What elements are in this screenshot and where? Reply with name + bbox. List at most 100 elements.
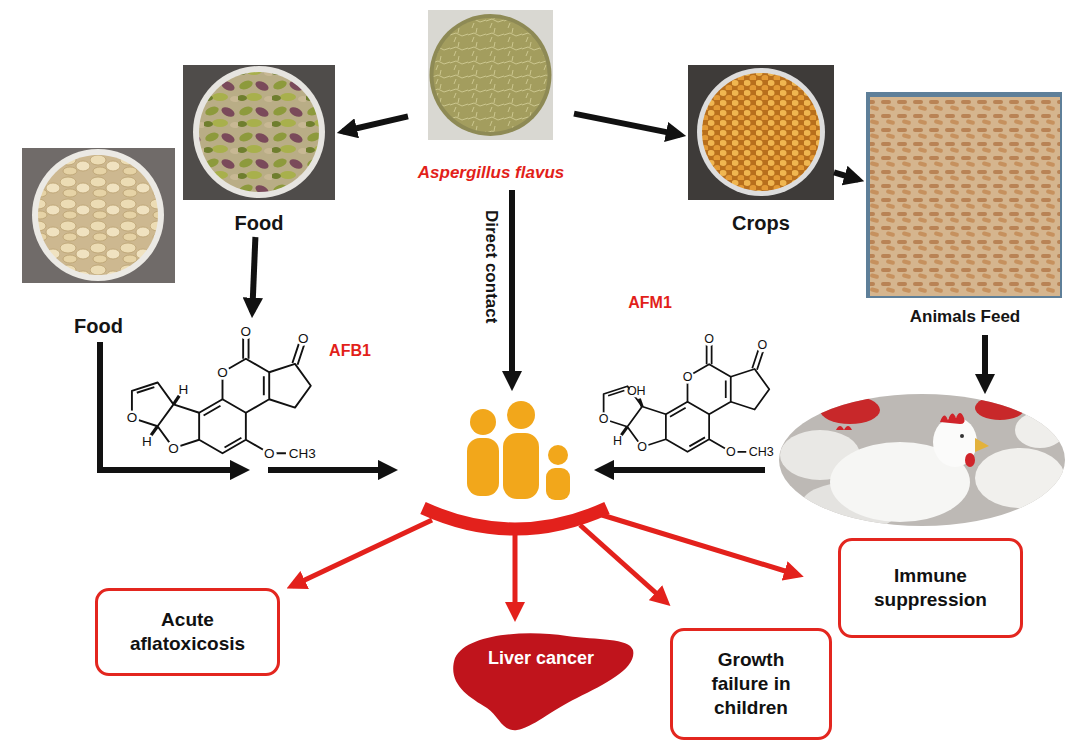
petri-dish	[32, 149, 164, 281]
petri-dish	[430, 14, 552, 136]
atom-label: H	[613, 434, 622, 448]
feed-sample: Animals Feed	[866, 90, 1064, 332]
liver-outline	[447, 628, 635, 733]
effect-arrow	[513, 532, 518, 616]
atom-label: O	[168, 441, 179, 456]
effect-arrow	[580, 525, 666, 602]
effect-box: Acute aflatoxicosis	[95, 588, 280, 676]
chicken	[975, 448, 1065, 508]
sample-caption: Animals Feed	[866, 305, 1064, 329]
photo-background	[22, 148, 175, 283]
corn-kernels	[702, 73, 820, 191]
chemical-structure: OOOHOHOOCH3	[124, 324, 315, 461]
exposure-arrow	[509, 190, 515, 385]
atom-label: O	[264, 446, 275, 461]
effect-arrow	[602, 515, 798, 575]
atom-label: O	[726, 445, 736, 459]
person-body	[503, 433, 539, 499]
crop-photo	[688, 65, 834, 200]
liver-shape: Liver cancer	[447, 628, 635, 733]
atom-label: H	[142, 434, 152, 449]
food-photo	[183, 65, 335, 200]
person-body	[546, 468, 570, 500]
atom-label: O	[704, 332, 714, 346]
feeder	[975, 396, 1025, 420]
atom-label: O	[758, 338, 768, 352]
poultry-photo	[778, 393, 1068, 532]
atom-mask	[702, 332, 716, 346]
effect-label: Growth failure in children	[673, 631, 829, 737]
atom-label: O	[241, 324, 252, 339]
species-name: Aspergillus flavus	[408, 160, 574, 186]
food-sample: Food	[183, 65, 335, 237]
flow-arrow	[834, 172, 858, 179]
atom-mask	[238, 324, 253, 339]
feeder	[820, 396, 880, 424]
atom-label: CH3	[289, 446, 316, 461]
toxin-name: AFB1	[325, 340, 375, 362]
chicken-head	[933, 417, 977, 467]
crop-sample: Crops	[688, 65, 834, 237]
chemical-structure: OHOOOOHOOCH3	[597, 332, 774, 459]
atom-mask	[176, 382, 191, 397]
pistachios	[199, 72, 319, 192]
exposure-arrow	[268, 467, 392, 473]
petri-dish	[193, 66, 325, 198]
flow-arrow	[343, 116, 408, 131]
atom-label: O	[599, 412, 609, 426]
photo-background	[866, 92, 1062, 298]
food-photo	[22, 148, 175, 283]
atom-mask	[611, 434, 625, 448]
chicken-beak	[975, 438, 989, 452]
person-head	[548, 445, 568, 465]
petri-dish	[697, 68, 825, 196]
effect-arrow	[292, 520, 432, 586]
flow-arrow	[982, 335, 988, 388]
pathway-label: Direct contact	[478, 186, 504, 348]
photo-background	[428, 10, 553, 140]
feed-photo	[866, 92, 1062, 298]
sample-caption: Food	[22, 313, 175, 339]
atom-label: O	[637, 440, 647, 454]
atom-mask	[724, 445, 738, 459]
atom-mask	[756, 338, 770, 352]
person-head	[507, 401, 535, 429]
atom-label: O	[683, 370, 693, 384]
atom-mask	[215, 365, 230, 380]
photo-background	[183, 65, 335, 200]
effect-label: Immune suppression	[841, 541, 1020, 635]
exposure-arrow	[100, 342, 244, 470]
molecule-skeleton	[132, 334, 311, 453]
effect-box: Growth failure in children	[670, 628, 832, 740]
atom-mask	[681, 370, 695, 384]
molecule-bond	[639, 399, 642, 407]
toxin-structure: AFM1	[595, 288, 780, 460]
chicken-eye	[960, 434, 964, 438]
exposure-arrow	[600, 467, 765, 473]
effect-label: Acute aflatoxicosis	[98, 591, 277, 673]
flow-arrow	[574, 114, 680, 135]
flow-arrow	[252, 237, 255, 312]
sample-caption: Food	[183, 210, 335, 236]
toxin-structure: AFB1	[120, 320, 378, 460]
fungus-culture: Aspergillus flavus	[408, 8, 574, 186]
chicken	[1015, 412, 1065, 448]
food-sample: Food	[22, 148, 175, 340]
atom-mask	[124, 410, 139, 425]
peanuts	[38, 155, 158, 275]
chicken-wattle	[965, 453, 975, 467]
feed-pellets	[870, 97, 1060, 296]
culture-photo	[428, 10, 553, 140]
photo-background	[778, 393, 1068, 529]
photo-background	[688, 65, 834, 200]
atom-label: O	[217, 365, 228, 380]
toxin-name: AFM1	[620, 292, 680, 314]
atom-label: CH3	[749, 445, 774, 459]
atom-mask	[296, 331, 311, 346]
people-icon	[467, 401, 570, 500]
atom-mask	[635, 440, 649, 454]
fungal-culture	[434, 18, 548, 132]
atom-mask	[262, 446, 277, 461]
effect-box: Immune suppression	[838, 538, 1023, 638]
